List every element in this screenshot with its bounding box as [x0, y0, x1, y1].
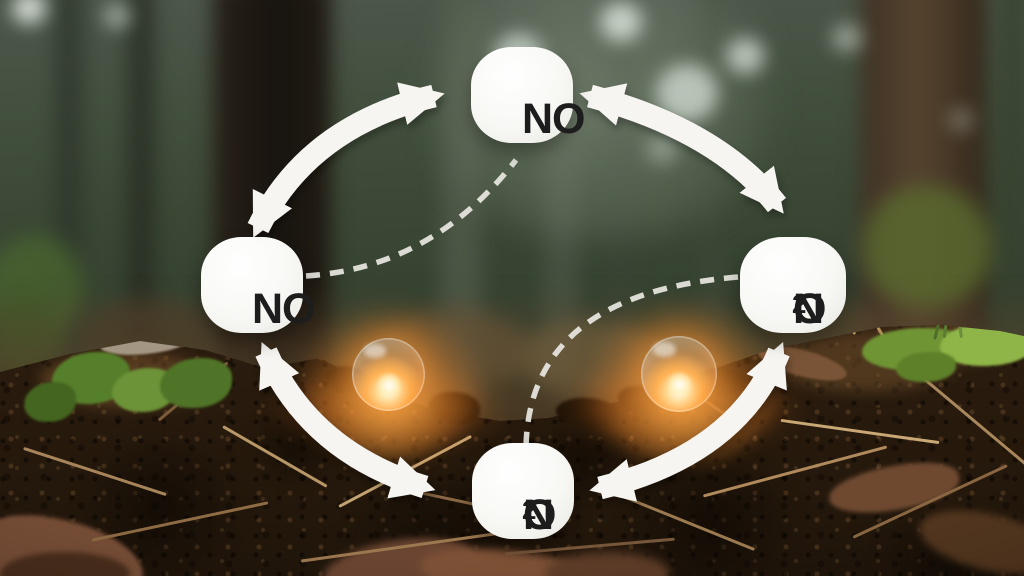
arrow-top-right — [579, 83, 787, 214]
node-no-top: NO — [471, 47, 585, 143]
dashed-link-right-bottom — [523, 274, 739, 447]
arrow-right-bottom — [589, 341, 790, 502]
arrow-left-bottom — [255, 342, 436, 499]
node-no-left: NO — [201, 237, 315, 333]
dashed-link-left-top — [305, 158, 519, 279]
arrow-left-top — [247, 82, 445, 238]
